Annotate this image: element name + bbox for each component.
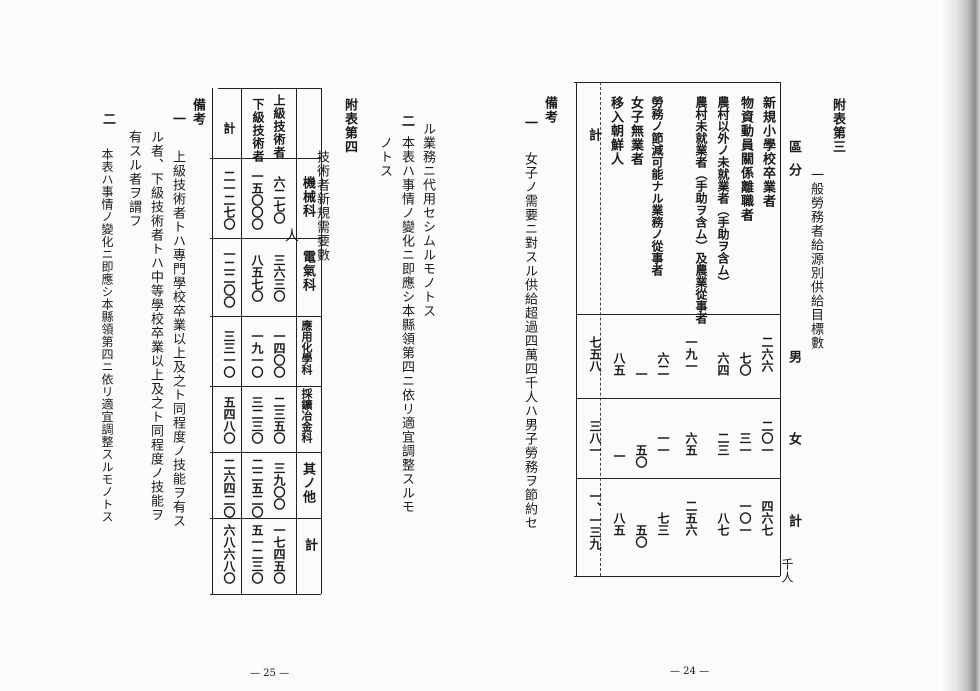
cell-machinery-lower: 一五〇〇〇 — [250, 170, 264, 230]
row-label-korean: 移入朝鮮人 — [608, 96, 623, 166]
header-male: 男 — [786, 350, 801, 364]
cell-mining-total: 五四八〇 — [222, 396, 236, 444]
col-header-mining: 採鑛冶金科 — [300, 388, 313, 443]
note-item2-text: 本表ハ事情ノ變化ニ即應シ本縣領第四ニ依リ適宜調整スルモ — [399, 136, 414, 514]
handwritten-unit-left: 人 — [283, 228, 299, 243]
cell-chemistry-lower: 一九一〇 — [250, 330, 264, 378]
notes-item1-line3-left: 有スル者ヲ謂フ — [126, 130, 141, 228]
female-total: 三八一 — [588, 420, 602, 456]
male-non-farm: 六四 — [716, 352, 730, 376]
col-header-total: 計 — [302, 538, 317, 552]
cell-other-upper: 三九〇〇 — [272, 462, 286, 510]
note-item2-cont: ノトス — [377, 136, 392, 178]
row-label-non-farm: 農村以外ノ未就業者（手助ヲ含ム） — [716, 96, 730, 288]
total-labor-saving: 七三 — [656, 512, 670, 536]
male-total: 七五八 — [588, 336, 602, 372]
header-total: 計 — [786, 514, 801, 528]
cell-electrical-upper: 三六三〇 — [272, 254, 286, 302]
scan-edge-shadow — [940, 0, 980, 691]
row-label-farm-a: 農村未就業者（手助ヲ含ム）及農業從事者 — [694, 96, 708, 324]
row-header-total: 計 — [222, 122, 236, 135]
page-number-right: — 24 — — [670, 666, 710, 677]
cell-machinery-upper: 六二七〇 — [272, 176, 286, 224]
total-women: 五〇 — [634, 524, 648, 548]
cell-chemistry-total: 三三一〇 — [222, 330, 236, 378]
notes-item1-text-right: 女子ノ需要ニ對スル供給超過四萬四千人ハ男子勞務ヲ節約セ — [522, 152, 537, 530]
note-continuation: ル業務ニ代用セシムルモノトス — [420, 122, 435, 318]
row-header-lower: 下級技術者 — [251, 98, 265, 163]
col-header-chemistry: 應用化學科 — [300, 320, 313, 375]
male-korean: 八五 — [612, 352, 626, 376]
notes-item1-line1-left: 上級技術者トハ專門學校卒業以上及之ト同程度ノ技能ヲ有ス — [170, 150, 185, 528]
notes-label-right: 備考 — [542, 96, 557, 124]
cell-mining-upper: 二三五〇 — [272, 396, 286, 444]
table-title-number: 附表第三 — [830, 98, 845, 154]
left-page: ル業務ニ代用セシムルモノトス 二 本表ハ事情ノ變化ニ即應シ本縣領第四ニ依リ適宜調… — [100, 88, 435, 679]
total-non-farm: 八七 — [716, 512, 730, 536]
notes-item1-number-right: 一 — [522, 116, 537, 130]
female-materials: 三一 — [738, 432, 752, 456]
female-non-farm: 二三 — [716, 432, 730, 456]
total-farm: 二五六 — [684, 500, 698, 536]
page-number-left: — 25 — — [250, 668, 290, 679]
cell-total-upper: 一七四五〇 — [272, 524, 286, 584]
cell-electrical-lower: 八五七〇 — [250, 254, 264, 302]
male-labor-saving: 六二 — [656, 352, 670, 376]
row-label-materials: 物資動員關係離職者 — [738, 96, 753, 222]
cell-total-lower: 五一二三〇 — [250, 524, 264, 584]
total-total: 一、一三九 — [588, 490, 602, 550]
male-farm: 一九一 — [684, 336, 698, 372]
cell-machinery-total: 二一二七〇 — [222, 170, 236, 230]
total-materials: 一〇一 — [738, 500, 752, 536]
row-label-new-grads: 新規小學校卒業者 — [760, 96, 775, 208]
notes-item1-number-left: 一 — [170, 112, 185, 126]
table-title: 附表第四 — [342, 98, 357, 154]
female-new-grads: 二〇一 — [760, 420, 774, 456]
cell-other-total: 二六四二〇 — [222, 458, 236, 518]
total-new-grads: 四六七 — [760, 500, 774, 536]
notes-label-left: 備考 — [190, 98, 205, 126]
note-item2-number: 二 — [399, 114, 414, 128]
female-women: 五〇 — [634, 444, 648, 468]
col-header-electrical: 電氣科 — [300, 250, 315, 292]
cell-electrical-total: 一二二〇〇 — [222, 248, 236, 308]
total-korean: 八五 — [612, 512, 626, 536]
female-farm: 六五 — [684, 432, 698, 456]
notes-item2-number-left: 二 — [100, 112, 115, 126]
notes-item1-line2-left: ル者、下級技術者トハ中等學校卒業以上及之ト同程度ノ技能ヲ — [148, 130, 163, 522]
table-title-text: 一般勞務者給源別供給目標數 — [808, 168, 823, 350]
row-label-women: 女子無業者 — [628, 96, 643, 166]
row-label-total: 計 — [586, 128, 601, 142]
male-materials: 七〇 — [738, 352, 752, 376]
male-new-grads: 二六六 — [760, 336, 774, 372]
cell-mining-lower: 三二三〇 — [250, 396, 264, 444]
row-label-farm: 農村未就業者（手助ヲ含ム）及農業從事者 — [694, 96, 708, 324]
col-header-machinery: 機械科 — [300, 176, 315, 218]
notes-item2-text-left: 本表ハ事情ノ變化ニ即應シ本縣領第四ニ依リ適宜調整スルモノトス — [100, 148, 114, 523]
cell-total-total: 六八六八〇 — [222, 524, 236, 584]
right-page: 附表第三 一般勞務者給源別供給目標數 區分 男 女 計 千人 新規小學校卒業者 … — [490, 0, 980, 691]
header-female: 女 — [786, 432, 801, 446]
female-korean: 一 — [612, 450, 626, 462]
female-labor-saving: 一一 — [656, 432, 670, 456]
row-label-labor-saving: 勞務ノ節減可能ナル業務ノ從事者 — [650, 96, 664, 276]
cell-other-lower: 二二五二〇 — [250, 458, 264, 518]
handwritten-unit-right: 千人 — [780, 558, 794, 584]
row-header-upper: 上級技術者 — [272, 94, 286, 159]
col-header-other: 其ノ他 — [300, 462, 315, 504]
male-women: 一 — [634, 368, 648, 380]
header-kubun: 區分 — [786, 140, 801, 186]
cell-chemistry-upper: 一四〇〇 — [272, 330, 286, 378]
